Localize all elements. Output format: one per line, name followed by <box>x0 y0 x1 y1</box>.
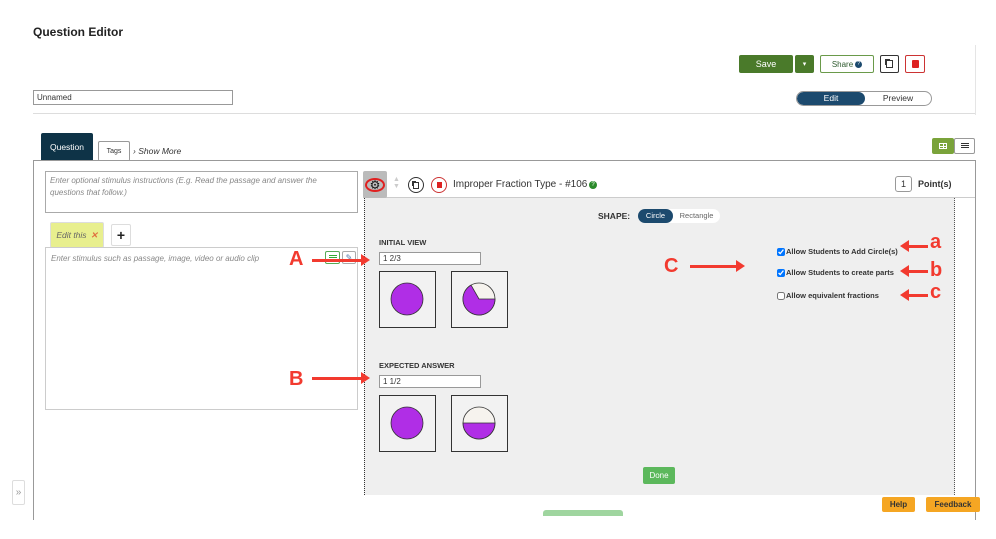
shape-label: SHAPE: <box>598 211 631 221</box>
gear-icon: ⚙ <box>365 177 385 192</box>
help-circle-icon: ? <box>855 60 863 68</box>
help-button[interactable]: Help <box>882 497 915 512</box>
points-label: Point(s) <box>918 179 952 189</box>
points-input[interactable] <box>895 176 912 192</box>
shape-toggle[interactable]: Circle Rectangle <box>638 209 720 223</box>
arrow-icon <box>908 245 928 248</box>
list-icon <box>960 143 969 149</box>
question-name-input[interactable] <box>33 90 233 105</box>
arrowhead-icon <box>900 240 909 252</box>
show-more-label: Show More <box>138 146 182 156</box>
tab-edit-this[interactable]: Edit this✕ <box>50 222 104 248</box>
copy-button[interactable] <box>880 55 899 73</box>
arrowhead-icon <box>361 254 370 266</box>
checkbox[interactable] <box>777 268 785 277</box>
option-add-circles[interactable]: Allow Students to Add Circle(s) <box>777 247 898 256</box>
option-create-parts[interactable]: Allow Students to create parts <box>777 268 894 277</box>
annotation-B: B <box>289 368 304 390</box>
initial-whole-circle[interactable] <box>379 271 436 328</box>
question-title: Improper Fraction Type - #106 <box>453 179 588 190</box>
instructions-input[interactable]: Enter optional stimulus instructions (E.… <box>45 171 358 213</box>
share-button[interactable]: Share? <box>820 55 874 73</box>
page-title: Question Editor <box>33 25 123 39</box>
mode-preview[interactable]: Preview <box>882 93 914 103</box>
save-button[interactable]: Save <box>739 55 793 73</box>
arrow-icon <box>312 259 362 262</box>
option-label: Allow Students to create parts <box>786 268 894 277</box>
fraction-circle-icon <box>462 282 496 316</box>
arrow-icon <box>908 270 928 273</box>
arrow-icon <box>312 377 362 380</box>
shape-option-circle[interactable]: Circle <box>638 209 673 223</box>
initial-partial-circle[interactable] <box>451 271 508 328</box>
tab-tags[interactable]: Tags <box>98 141 130 161</box>
option-label: Allow Students to Add Circle(s) <box>786 247 898 256</box>
stimulus-input[interactable]: Enter stimulus such as passage, image, v… <box>45 247 358 410</box>
checkbox[interactable] <box>777 291 785 300</box>
grid-view-button[interactable] <box>932 138 954 154</box>
option-equivalent-fractions[interactable]: Allow equivalent fractions <box>777 291 879 300</box>
initial-view-input[interactable] <box>379 252 481 265</box>
mode-edit[interactable]: Edit <box>797 92 865 105</box>
save-dropdown-button[interactable]: ▾ <box>795 55 814 73</box>
sidebar-expand-button[interactable]: » <box>12 480 25 505</box>
annotation-A: A <box>289 248 304 270</box>
arrow-icon <box>690 265 737 268</box>
grid-icon <box>939 143 947 149</box>
list-view-button[interactable] <box>954 138 975 154</box>
arrowhead-icon <box>736 260 745 272</box>
fraction-circle-icon <box>462 406 496 440</box>
whole-circle-icon <box>390 282 424 316</box>
add-button-partial[interactable] <box>543 510 623 516</box>
arrowhead-icon <box>900 289 909 301</box>
share-label: Share <box>831 59 854 69</box>
list-format-button[interactable] <box>325 251 340 264</box>
divider <box>975 45 976 115</box>
expected-partial-circle[interactable] <box>451 395 508 452</box>
done-button[interactable]: Done <box>643 467 675 484</box>
whole-circle-icon <box>390 406 424 440</box>
trash-icon <box>911 60 919 68</box>
arrow-icon <box>908 294 928 297</box>
annotation-c: c <box>930 281 942 303</box>
initial-view-label: INITIAL VIEW <box>379 238 427 247</box>
option-label: Allow equivalent fractions <box>786 291 879 300</box>
gear-button[interactable]: ⚙ <box>363 171 387 198</box>
tab-question[interactable]: Question <box>41 133 93 161</box>
expected-answer-input[interactable] <box>379 375 481 388</box>
expected-whole-circle[interactable] <box>379 395 436 452</box>
close-icon[interactable]: ✕ <box>90 229 98 240</box>
copy-icon <box>886 60 893 68</box>
shape-option-rectangle[interactable]: Rectangle <box>679 211 714 220</box>
annotation-b: b <box>930 259 943 281</box>
trash-icon <box>436 182 442 188</box>
delete-question-button[interactable] <box>431 177 447 193</box>
help-icon[interactable]: ? <box>589 181 597 189</box>
expected-answer-label: EXPECTED ANSWER <box>379 361 455 370</box>
annotation-C: C <box>664 255 679 277</box>
add-tab-button[interactable]: + <box>111 224 131 246</box>
list-icon <box>328 255 337 260</box>
arrowhead-icon <box>900 265 909 277</box>
mode-toggle[interactable]: Edit Preview <box>796 91 932 106</box>
editor-container <box>33 160 976 520</box>
duplicate-button[interactable] <box>408 177 424 193</box>
delete-button[interactable] <box>905 55 925 73</box>
annotation-a: a <box>930 231 942 253</box>
copy-icon <box>413 181 419 189</box>
pencil-button[interactable]: ✎ <box>342 251 356 264</box>
divider <box>33 113 975 114</box>
question-header <box>363 171 975 198</box>
stimulus-placeholder: Enter stimulus such as passage, image, v… <box>51 254 260 263</box>
edit-this-label: Edit this <box>56 230 87 240</box>
feedback-button[interactable]: Feedback <box>926 497 980 512</box>
reorder-arrows-icon[interactable]: ▲▼ <box>393 176 400 190</box>
arrowhead-icon <box>361 372 370 384</box>
checkbox[interactable] <box>777 247 785 256</box>
show-more-link[interactable]: › Show More <box>133 146 182 156</box>
